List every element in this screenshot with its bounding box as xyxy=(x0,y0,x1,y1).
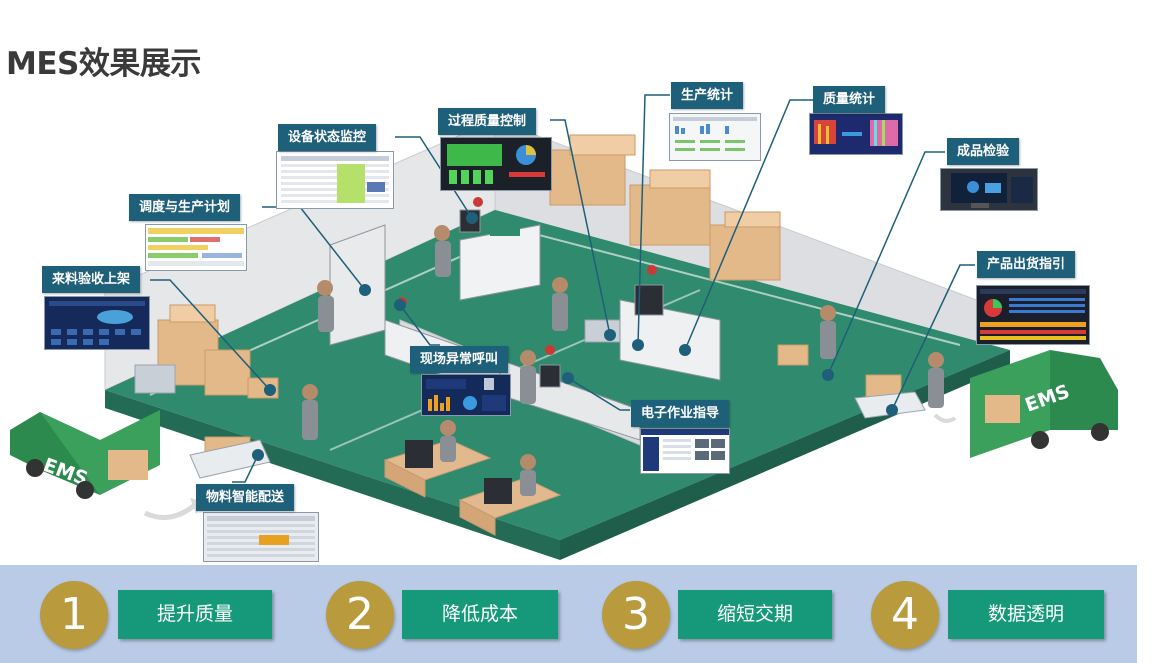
truck-left: EMS xyxy=(10,410,160,499)
quality-statistics-screen xyxy=(809,113,903,155)
benefit-number-3: 3 xyxy=(602,581,670,649)
callout-quality-statistics: 质量统计 xyxy=(813,86,886,113)
equipment-monitor-screen xyxy=(276,151,394,209)
benefit-label-2: 降低成本 xyxy=(402,590,558,639)
benefit-number-1: 1 xyxy=(40,581,108,649)
page-title: MES效果展示 xyxy=(6,46,201,82)
benefit-label-3: 缩短交期 xyxy=(678,590,832,639)
scheduling-plan-screen xyxy=(145,224,247,271)
callout-material-delivery: 物料智能配送 xyxy=(196,484,295,511)
callout-work-instruction: 电子作业指导 xyxy=(631,400,730,427)
benefit-label-4: 数据透明 xyxy=(948,590,1104,639)
electronic-work-instruction-screen xyxy=(640,428,730,474)
benefit-label-1: 提升质量 xyxy=(118,590,272,639)
andon-call-screen xyxy=(421,374,511,416)
production-statistics-screen xyxy=(669,113,761,161)
box-stack-left xyxy=(157,304,251,396)
factory-scene: EMS EMS xyxy=(10,94,1118,560)
material-delivery-screen xyxy=(203,512,319,562)
callout-finished-inspection: 成品检验 xyxy=(947,138,1020,165)
box-stack-back xyxy=(549,134,781,281)
shipment-guidance-screen xyxy=(976,285,1090,345)
callout-andon-call: 现场异常呼叫 xyxy=(410,346,509,373)
finished-product-inspection-photo xyxy=(940,168,1038,211)
callout-scheduling-plan: 调度与生产计划 xyxy=(129,194,241,221)
callout-production-statistics: 生产统计 xyxy=(671,82,744,109)
anchor-dots xyxy=(252,212,898,461)
workers xyxy=(302,225,944,496)
callout-equipment-monitoring: 设备状态监控 xyxy=(278,124,377,151)
callout-incoming-inspection: 来料验收上架 xyxy=(42,266,141,293)
incoming-inspection-screen xyxy=(44,296,150,350)
benefit-number-2: 2 xyxy=(326,581,394,649)
process-quality-screen xyxy=(440,137,552,191)
truck-right: EMS xyxy=(970,350,1118,458)
benefit-number-4: 4 xyxy=(871,581,939,649)
floor-edge-front xyxy=(105,390,560,560)
callout-process-quality-control: 过程质量控制 xyxy=(438,108,537,135)
callout-shipment-guidance: 产品出货指引 xyxy=(977,251,1076,278)
